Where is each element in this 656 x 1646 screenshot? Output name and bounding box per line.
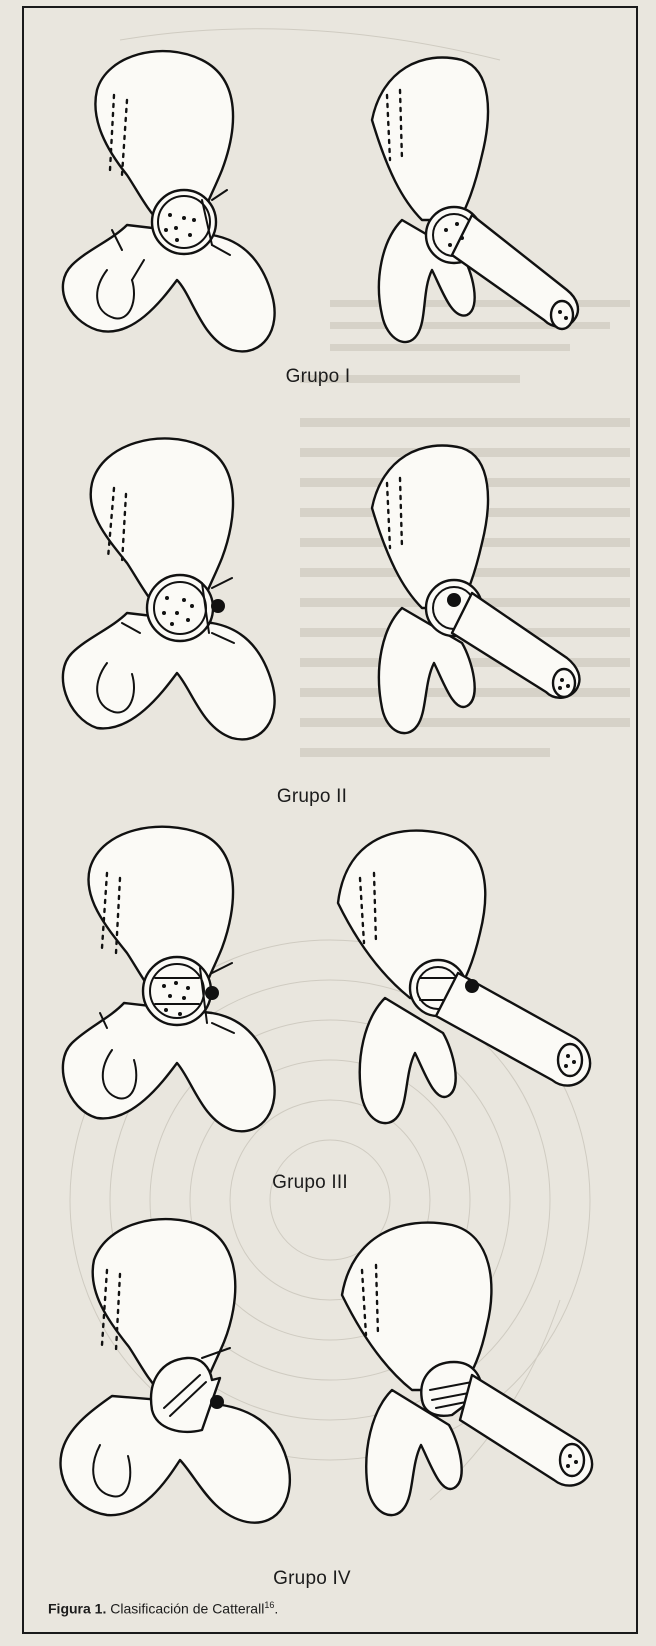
group1-hip-ap-drawing: [52, 40, 292, 370]
group4-hip-lateral-drawing: [332, 1210, 622, 1540]
group-label: Grupo II: [212, 786, 412, 808]
group4-hip-ap-drawing: [52, 1210, 312, 1540]
figure-caption-suffix: .: [274, 1601, 278, 1617]
group-label: Grupo III: [210, 1172, 410, 1194]
figure-caption-reference: 16: [264, 1600, 274, 1610]
group2-hip-ap-drawing: [52, 428, 292, 758]
group2-hip-lateral-drawing: [362, 428, 622, 758]
group-label: Grupo I: [218, 366, 418, 388]
figure-caption-prefix: Figura 1.: [48, 1601, 106, 1617]
group1-hip-lateral-drawing: [362, 40, 622, 370]
group3-hip-lateral-drawing: [330, 818, 620, 1148]
figure-caption-text: Clasificación de Catterall: [110, 1601, 264, 1617]
group-label: Grupo IV: [212, 1568, 412, 1590]
group3-hip-ap-drawing: [52, 818, 292, 1148]
figure-caption: Figura 1. Clasificación de Catterall16.: [48, 1600, 278, 1617]
